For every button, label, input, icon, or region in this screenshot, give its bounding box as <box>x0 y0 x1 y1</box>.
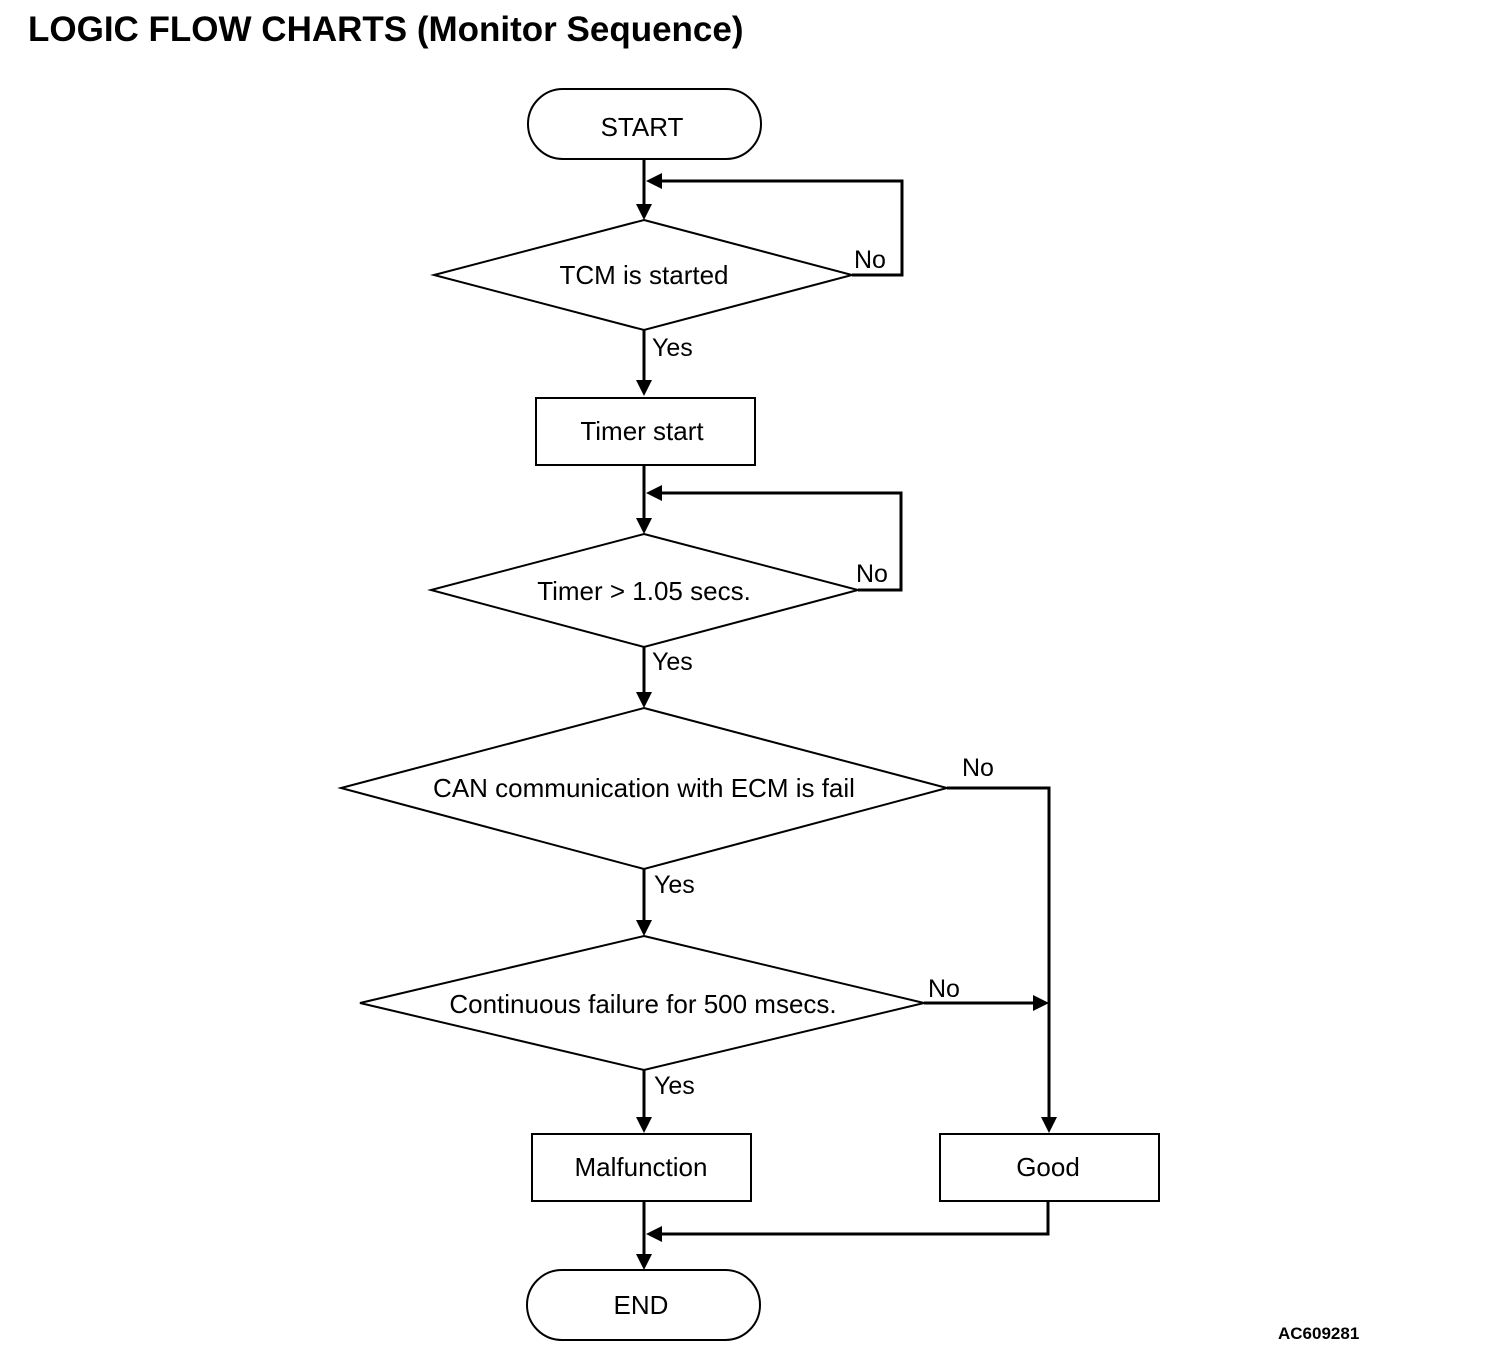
edge-label-timer-no: No <box>856 560 888 588</box>
arrow-into-tcm-decision <box>636 204 652 220</box>
process-timer-start: Timer start <box>535 397 756 466</box>
decision-can-fail: CAN communication with ECM is fail <box>337 706 951 871</box>
start-terminal: START <box>527 88 762 160</box>
end-label: END <box>614 1290 669 1320</box>
connector-tcm-no-loop <box>660 179 904 277</box>
decision-timer-check: Timer > 1.05 secs. <box>427 532 862 649</box>
process-timer-start-label: Timer start <box>580 416 704 446</box>
arrow-continuous-no <box>1033 995 1049 1011</box>
connector-timer-no-loop <box>660 491 903 592</box>
connector-can-no <box>947 786 1051 1119</box>
edge-label-tcm-no: No <box>854 246 886 274</box>
arrow-into-continuous-decision <box>636 920 652 936</box>
connector-good-to-end <box>660 1201 1050 1236</box>
process-malfunction-label: Malfunction <box>575 1152 708 1182</box>
edge-label-continuous-yes: Yes <box>654 1072 695 1100</box>
arrow-into-can-decision <box>636 692 652 708</box>
figure-code: AC609281 <box>1278 1324 1360 1343</box>
decision-tcm-started: TCM is started <box>430 218 856 332</box>
decision-tcm-started-label: TCM is started <box>559 260 728 290</box>
arrow-into-malfunction <box>636 1117 652 1133</box>
edge-label-timer-yes: Yes <box>652 648 693 676</box>
arrow-into-end <box>636 1254 652 1270</box>
process-good: Good <box>939 1133 1160 1202</box>
edge-label-continuous-no: No <box>928 975 960 1003</box>
decision-can-fail-label: CAN communication with ECM is fail <box>433 773 855 803</box>
start-label: START <box>601 112 684 142</box>
decision-timer-check-label: Timer > 1.05 secs. <box>537 576 751 606</box>
edge-label-can-yes: Yes <box>654 871 695 899</box>
arrow-into-timer-check <box>636 518 652 534</box>
decision-continuous-failure-label: Continuous failure for 500 msecs. <box>449 989 836 1019</box>
arrow-into-good <box>1041 1117 1057 1133</box>
arrow-into-timer-start <box>636 380 652 396</box>
arrow-good-merge <box>646 1226 662 1242</box>
edge-label-tcm-yes: Yes <box>652 334 693 362</box>
decision-continuous-failure: Continuous failure for 500 msecs. <box>359 934 925 1072</box>
arrow-timer-no-loop <box>646 485 662 501</box>
process-good-label: Good <box>1016 1152 1080 1182</box>
process-malfunction: Malfunction <box>531 1133 752 1202</box>
end-terminal: END <box>526 1269 761 1341</box>
page-title: LOGIC FLOW CHARTS (Monitor Sequence) <box>28 10 744 49</box>
arrow-tcm-no-loop <box>646 173 662 189</box>
edge-label-can-no: No <box>962 754 994 782</box>
